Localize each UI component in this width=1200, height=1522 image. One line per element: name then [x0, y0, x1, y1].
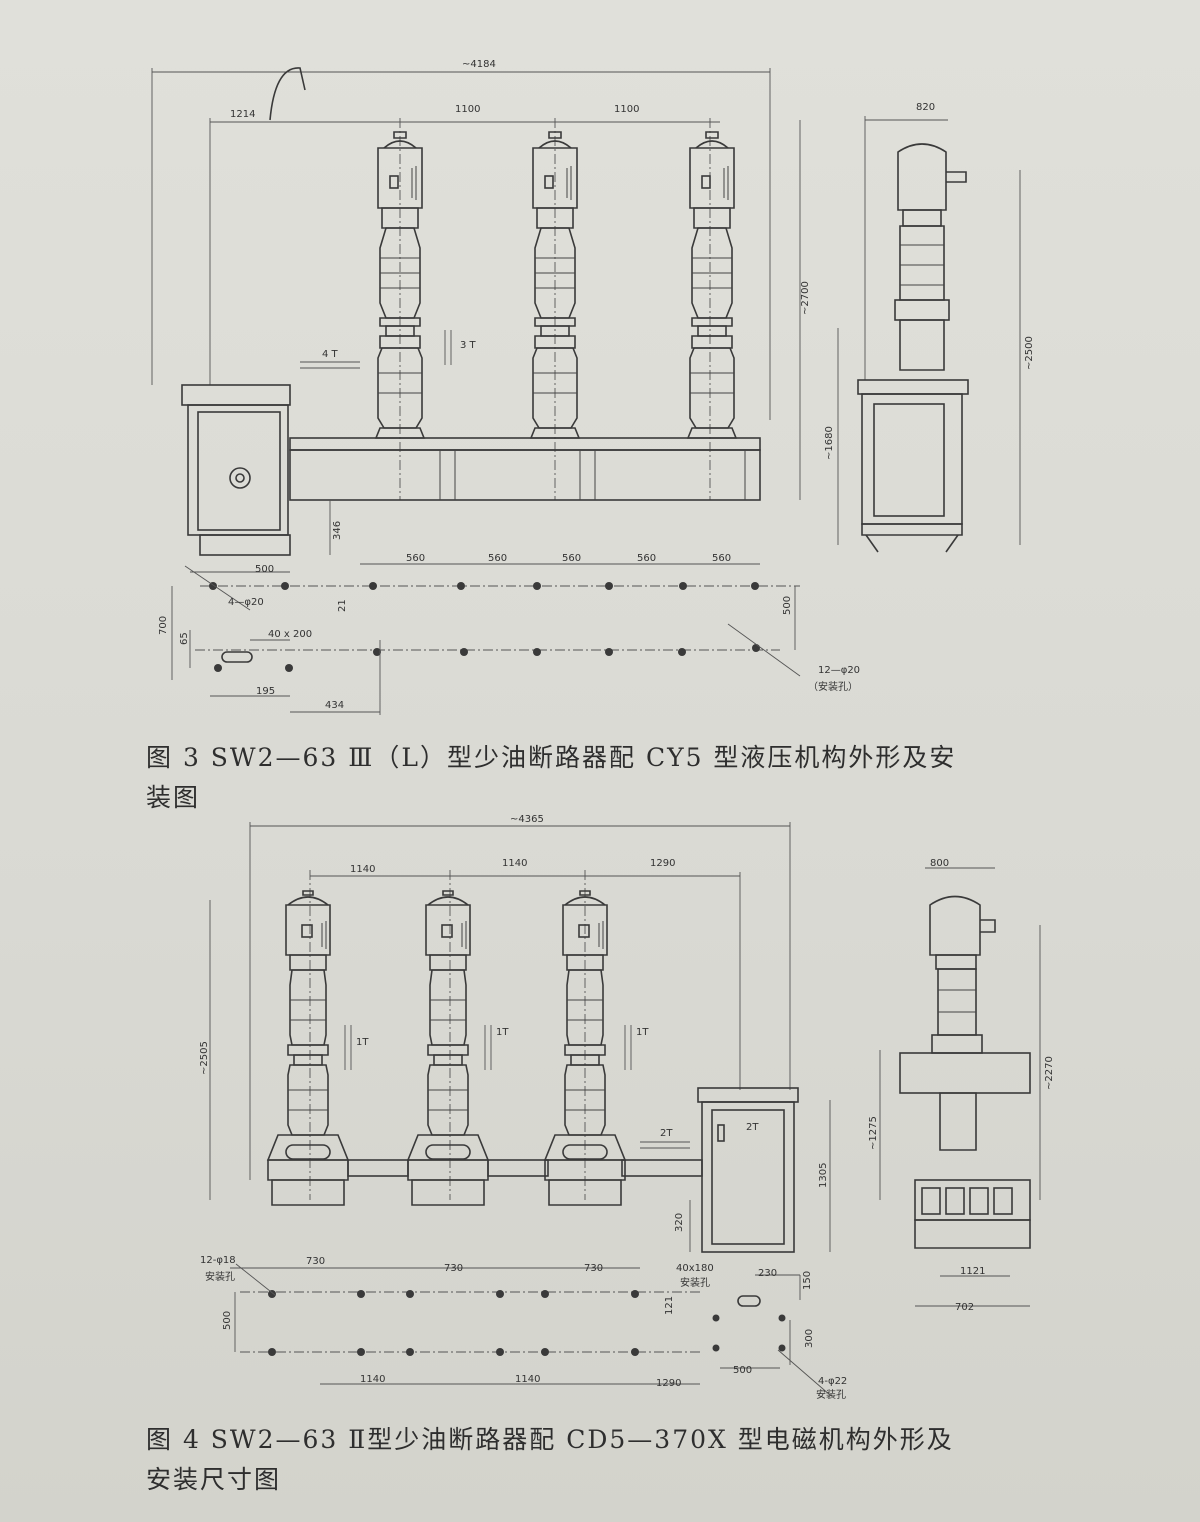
dim-434: 434	[325, 700, 344, 711]
dim-320: 320	[674, 1213, 685, 1232]
pole-b	[407, 890, 489, 1206]
figure4-foundation-plan	[230, 1263, 831, 1396]
holes-4-phi20: 4—φ20	[228, 597, 264, 608]
dim-500: 500	[255, 564, 274, 575]
dim-730-a: 730	[306, 1256, 325, 1267]
figure4-front-view	[209, 822, 831, 1253]
dim-65: 65	[179, 632, 190, 645]
figure3-front-view	[151, 67, 801, 556]
cy5-mechanism-cabinet	[181, 384, 291, 556]
dim-500-b: 500	[733, 1365, 752, 1376]
dim-700: 700	[158, 616, 169, 635]
figure3-side-view	[837, 116, 1021, 553]
dim-1140-d: 1140	[515, 1374, 540, 1385]
load-4t: 4 T	[322, 349, 339, 360]
figure4-dimension-labels: ~4365 1140 1140 1290 800 ~2505 ~2270 ~12…	[199, 814, 1055, 1401]
mount-hole-note-c: 安装孔	[816, 1388, 846, 1401]
dim-overall: ~4184	[462, 59, 496, 70]
dim-560-2: 560	[488, 553, 507, 564]
dim-500: 500	[222, 1311, 233, 1330]
mount-hole-note-a: 安装孔	[205, 1270, 235, 1283]
dim-560-5: 560	[712, 553, 731, 564]
mount-hole-note-b: 安装孔	[680, 1276, 710, 1289]
figure3-caption-line2: 装图	[146, 783, 201, 812]
load-1t-b: 1T	[496, 1027, 509, 1038]
figure4-side-view	[879, 867, 1041, 1307]
figure4-caption-line2: 安装尺寸图	[146, 1465, 282, 1494]
dim-346: 346	[332, 521, 343, 540]
dim-300: 300	[804, 1329, 815, 1348]
holes-4-phi22: 4-φ22	[818, 1376, 847, 1387]
cd5-mechanism-cabinet	[697, 1087, 799, 1253]
dim-560-1: 560	[406, 553, 425, 564]
dim-1100-a: 1100	[455, 104, 480, 115]
load-2t-a: 2T	[660, 1128, 673, 1139]
holes-12-phi20: 12—φ20	[818, 665, 860, 676]
dim-1214: 1214	[230, 109, 255, 120]
dim-40x200: 40 x 200	[268, 629, 312, 640]
dim-230: 230	[758, 1268, 777, 1279]
pole-a	[267, 890, 349, 1206]
dim-1140-c: 1140	[360, 1374, 385, 1385]
figure3-foundation-plan	[171, 563, 801, 715]
dim-1100-b: 1100	[614, 104, 639, 115]
dim-820: 820	[916, 102, 935, 113]
dim-40x180: 40x180	[676, 1263, 714, 1274]
dim-1140-b: 1140	[502, 858, 527, 869]
dim-2270: ~2270	[1044, 1056, 1055, 1090]
dim-2500: ~2500	[1024, 336, 1035, 370]
dim-1680: ~1680	[824, 426, 835, 460]
dim-560-3: 560	[562, 553, 581, 564]
base-frame	[289, 437, 761, 501]
dim-730-c: 730	[584, 1263, 603, 1274]
load-3t: 3 T	[460, 340, 477, 351]
dim-195: 195	[256, 686, 275, 697]
figure3-caption-line1: 图 3 SW2—63 Ⅲ（L）型少油断路器配 CY5 型液压机构外形及安	[146, 743, 957, 772]
dim-overall: ~4365	[510, 814, 544, 825]
dim-702: 702	[955, 1302, 974, 1313]
dim-1290-b: 1290	[656, 1378, 681, 1389]
dim-560-4: 560	[637, 553, 656, 564]
holes-12-phi18: 12-φ18	[200, 1255, 236, 1266]
dim-21: 21	[337, 599, 348, 612]
figure4-caption: 图 4 SW2—63 Ⅱ型少油断路器配 CD5—370X 型电磁机构外形及 安装…	[146, 1420, 1106, 1500]
mount-hole-note: （安装孔）	[808, 680, 858, 693]
lifting-hook	[269, 67, 306, 121]
dim-121: 121	[664, 1296, 675, 1315]
load-1t-a: 1T	[356, 1037, 369, 1048]
figure4-caption-line1: 图 4 SW2—63 Ⅱ型少油断路器配 CD5—370X 型电磁机构外形及	[146, 1425, 954, 1454]
dim-1275: ~1275	[868, 1116, 879, 1150]
dim-1140-a: 1140	[350, 864, 375, 875]
dim-1290: 1290	[650, 858, 675, 869]
connecting-rod	[347, 1159, 409, 1177]
load-1t-c: 1T	[636, 1027, 649, 1038]
load-2t-b: 2T	[746, 1122, 759, 1133]
figure3-caption: 图 3 SW2—63 Ⅲ（L）型少油断路器配 CY5 型液压机构外形及安 装图	[146, 738, 1086, 818]
dim-500-vertical: 500	[782, 596, 793, 615]
dim-1305: 1305	[818, 1163, 829, 1188]
dim-1121: 1121	[960, 1266, 985, 1277]
figure3-dimension-labels: ~4184 1214 1100 1100 820 ~2700 ~2500 ~16…	[158, 59, 1035, 711]
dim-730-b: 730	[444, 1263, 463, 1274]
pole-c	[687, 131, 737, 439]
dim-150: 150	[802, 1271, 813, 1290]
dim-2700: ~2700	[800, 281, 811, 315]
dim-2505: ~2505	[199, 1041, 210, 1075]
dim-800: 800	[930, 858, 949, 869]
